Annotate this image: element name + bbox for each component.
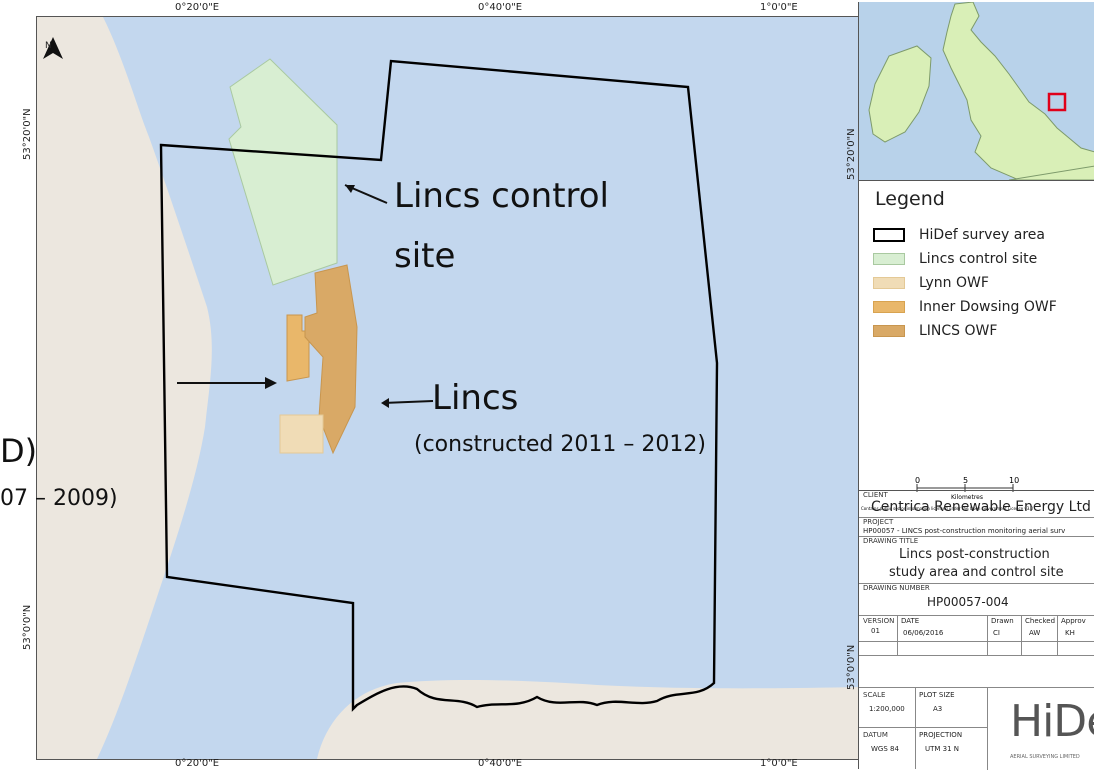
lincs-control-site[interactable] [228, 58, 338, 286]
top-coord-1: 0°20'0"E [175, 2, 220, 13]
right-coord-1: 53°20'0"N [846, 128, 857, 180]
datum-value: WGS 84 [871, 745, 899, 753]
top-coord-3: 1°0'0"E [760, 2, 798, 13]
logo-text: HiDef [1010, 696, 1094, 747]
legend-item-control-site: Lincs control site [873, 250, 1037, 268]
scale-value: 1:200,000 [869, 705, 905, 713]
project-label: PROJECT [863, 518, 894, 526]
legend-item-lincs: LINCS OWF [873, 322, 997, 340]
approved-value: KH [1065, 629, 1075, 637]
logo-subtext: AERIAL SURVEYING LIMITED [1010, 754, 1080, 760]
title-block: CLIENT Centrica Renewable Energy Ltd PRO… [858, 490, 1094, 770]
bottom-coord-3: 1°0'0"E [760, 758, 798, 769]
copyright-note: Contains public sector information licen… [861, 506, 1034, 511]
legend-swatch-lynn [873, 277, 905, 289]
bottom-coord-2: 0°40'0"E [478, 758, 523, 769]
legend-label-lincs: LINCS OWF [919, 323, 998, 339]
side-panel: Legend HiDef survey area Lincs control s… [858, 2, 1094, 770]
date-label: DATE [901, 617, 920, 625]
checked-label: Checked [1025, 617, 1056, 625]
scale-unit: Kilometres [951, 494, 983, 501]
legend-label-lynn: Lynn OWF [919, 275, 989, 291]
hidef-logo: HiDef AERIAL SURVEYING LIMITED [987, 687, 1094, 770]
legend-item-inner-dowsing: Inner Dowsing OWF [873, 298, 1057, 316]
scale-label: SCALE [863, 691, 886, 699]
lincs-arrow [382, 400, 434, 404]
client-label: CLIENT [863, 491, 888, 499]
lincs-arrow-head [381, 398, 389, 408]
control-site-callout-line2: site [394, 236, 456, 276]
top-coord-2: 0°40'0"E [478, 2, 523, 13]
control-site-callout-line1: Lincs control [394, 176, 610, 216]
approved-label: Approv [1061, 617, 1086, 625]
legend-item-survey-area: HiDef survey area [873, 226, 1045, 244]
land-west [37, 17, 212, 759]
date-value: 06/06/2016 [903, 629, 944, 637]
plot-size-value: A3 [933, 705, 943, 713]
study-area-marker [1047, 92, 1067, 112]
projection-value: UTM 31 N [925, 745, 960, 753]
drawing-number-label: DRAWING NUMBER [863, 584, 930, 592]
client-name: Centrica Renewable Energy Ltd [871, 499, 1091, 515]
lincs-callout: Lincs [432, 378, 519, 418]
survey-area-outline[interactable] [159, 59, 719, 712]
legend-item-lynn: Lynn OWF [873, 274, 989, 292]
ireland-landmass [868, 45, 932, 143]
map-canvas [37, 17, 861, 759]
projection-label: PROJECTION [919, 731, 963, 739]
checked-value: AW [1029, 629, 1041, 637]
lynn-owf[interactable] [279, 414, 324, 454]
lincs-constructed-callout: (constructed 2011 – 2012) [414, 432, 706, 457]
main-map[interactable]: N [36, 16, 862, 760]
right-coord-2: 53°0'0"N [846, 644, 857, 690]
scale-tick-5: 5 [963, 476, 969, 485]
drawing-title-line1: Lincs post-construction [899, 547, 1050, 562]
control-site-arrow-head [345, 185, 355, 193]
drawing-title-label: DRAWING TITLE [863, 537, 919, 545]
inner-dowsing-arrow-head [265, 377, 277, 389]
legend-swatch-control-site [873, 253, 905, 265]
drawing-title-line2: study area and control site [889, 565, 1064, 580]
legend-label-inner-dowsing: Inner Dowsing OWF [919, 299, 1057, 315]
left-partial-callout-1: D) [0, 432, 38, 470]
project-name: HP00057 - LINCS post-construction monito… [863, 527, 1066, 535]
scale-tick-0: 0 [915, 476, 921, 485]
drawn-label: Drawn [991, 617, 1014, 625]
left-coord-1: 53°20'0"N [22, 108, 33, 160]
drawn-value: CI [993, 629, 1000, 637]
overview-map [858, 2, 1094, 181]
legend-label-control-site: Lincs control site [919, 251, 1038, 267]
legend-swatch-survey-area [873, 228, 905, 242]
legend-swatch-lincs [873, 325, 905, 337]
left-partial-callout-2: 07 – 2009) [0, 486, 118, 511]
legend-swatch-inner-dowsing [873, 301, 905, 313]
bottom-coord-1: 0°20'0"E [175, 758, 220, 769]
left-coord-2: 53°0'0"N [22, 604, 33, 650]
datum-label: DATUM [863, 731, 888, 739]
version-label: VERSION [863, 617, 895, 625]
north-arrow-icon [43, 37, 63, 59]
land-south [317, 679, 861, 759]
legend: Legend HiDef survey area Lincs control s… [858, 180, 1094, 511]
plot-size-label: PLOT SIZE [919, 691, 955, 699]
north-label: N [45, 41, 52, 51]
legend-title: Legend [875, 188, 945, 210]
version-value: 01 [871, 627, 880, 635]
france-landmass [1008, 165, 1094, 180]
great-britain-landmass [942, 2, 1094, 180]
legend-label-survey-area: HiDef survey area [919, 227, 1045, 243]
scale-tick-10: 10 [1009, 476, 1020, 485]
drawing-number: HP00057-004 [927, 595, 1009, 609]
